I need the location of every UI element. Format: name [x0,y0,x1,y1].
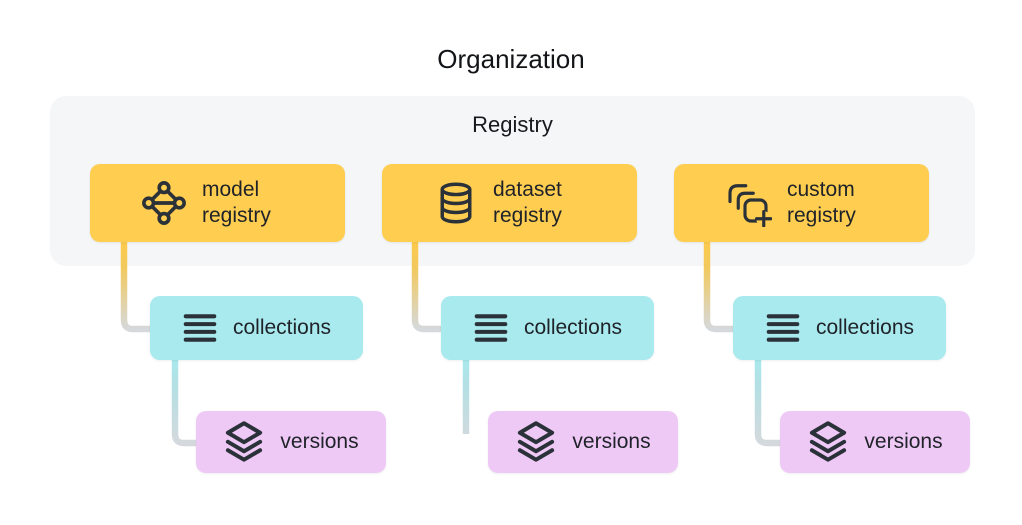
versions-node-2: versions [488,411,678,473]
connector-model-to-collections [120,241,153,333]
layers-stack-icon [807,420,849,464]
collections-label: collections [523,316,623,339]
versions-node-1: versions [196,411,386,473]
collections-node-3: collections [733,296,946,360]
stacked-squares-plus-icon [724,179,772,227]
model-registry-label: model registry [202,178,271,227]
list-lines-icon [182,310,218,346]
versions-node-3: versions [780,411,970,473]
custom-registry-node: custom registry [674,164,929,242]
organization-title: Organization [437,44,585,74]
model-network-icon [141,180,187,226]
collections-label: collections [232,316,332,339]
versions-label: versions [572,430,651,453]
connector-collections-to-versions-1 [171,358,199,447]
versions-label: versions [864,430,943,453]
custom-registry-label: custom registry [787,178,856,227]
dataset-registry-label: dataset registry [493,178,562,227]
connector-custom-to-collections [703,241,736,333]
dataset-registry-node: dataset registry [382,164,637,242]
list-lines-icon [765,310,801,346]
list-lines-icon [473,310,509,346]
model-registry-node: model registry [90,164,345,242]
versions-label: versions [280,430,359,453]
collections-label: collections [815,316,915,339]
connector-dataset-to-collections [411,241,444,333]
layers-stack-icon [223,420,265,464]
registry-group-title: Registry [472,112,553,137]
collections-node-1: collections [150,296,363,360]
collections-node-2: collections [441,296,654,360]
layers-stack-icon [515,420,557,464]
database-icon [434,181,478,225]
connector-collections-to-versions-3 [754,358,783,447]
